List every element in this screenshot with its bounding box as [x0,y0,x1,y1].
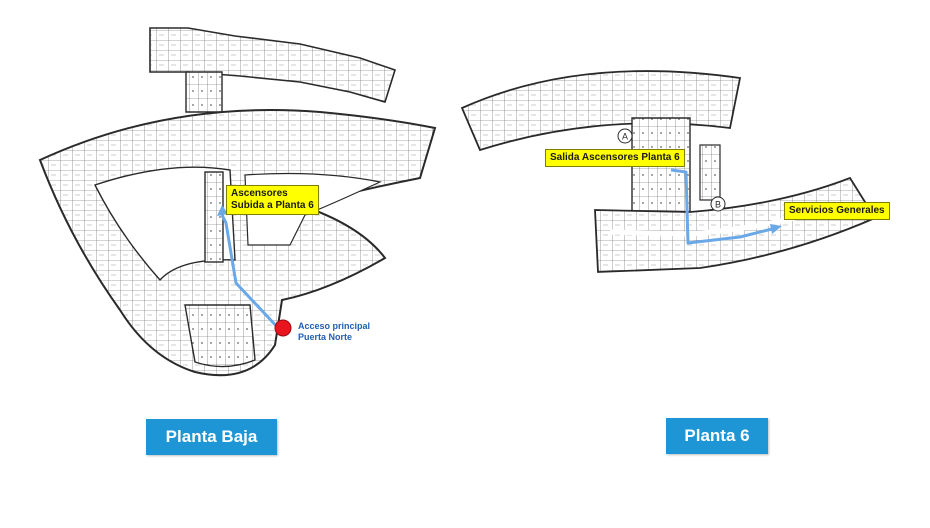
wing-marker-a-text: A [622,132,628,142]
elevators-exit-callout: Salida Ascensores Planta 6 [545,149,685,167]
wing-marker-a: A [617,128,633,144]
ground-floor-courtyard [94,166,236,282]
wing-marker-b: B [710,196,726,212]
floor-6-stair-core [699,144,721,201]
ground-floor-label: Planta Baja [146,419,277,455]
floor-6-north-wing [460,70,742,152]
ground-floor-auditorium [184,304,256,368]
destination-callout: Servicios Generales [784,202,890,220]
ground-floor-elevator-core [204,171,224,263]
floor-6-route [670,168,773,245]
ground-floor-connector [185,71,223,113]
elevators-callout: Ascensores Subida a Planta 6 [226,185,319,215]
entrance-marker [274,319,292,337]
entrance-note: Acceso principal Puerta Norte [298,321,371,342]
floor-6-route-arrowhead [770,224,782,234]
wing-marker-b-text: B [715,200,721,210]
floor-6-plan: A B [460,70,877,273]
ground-floor-route-arrowhead [217,205,228,216]
floor-6-label: Planta 6 [666,418,768,454]
ground-floor-route [220,214,282,332]
